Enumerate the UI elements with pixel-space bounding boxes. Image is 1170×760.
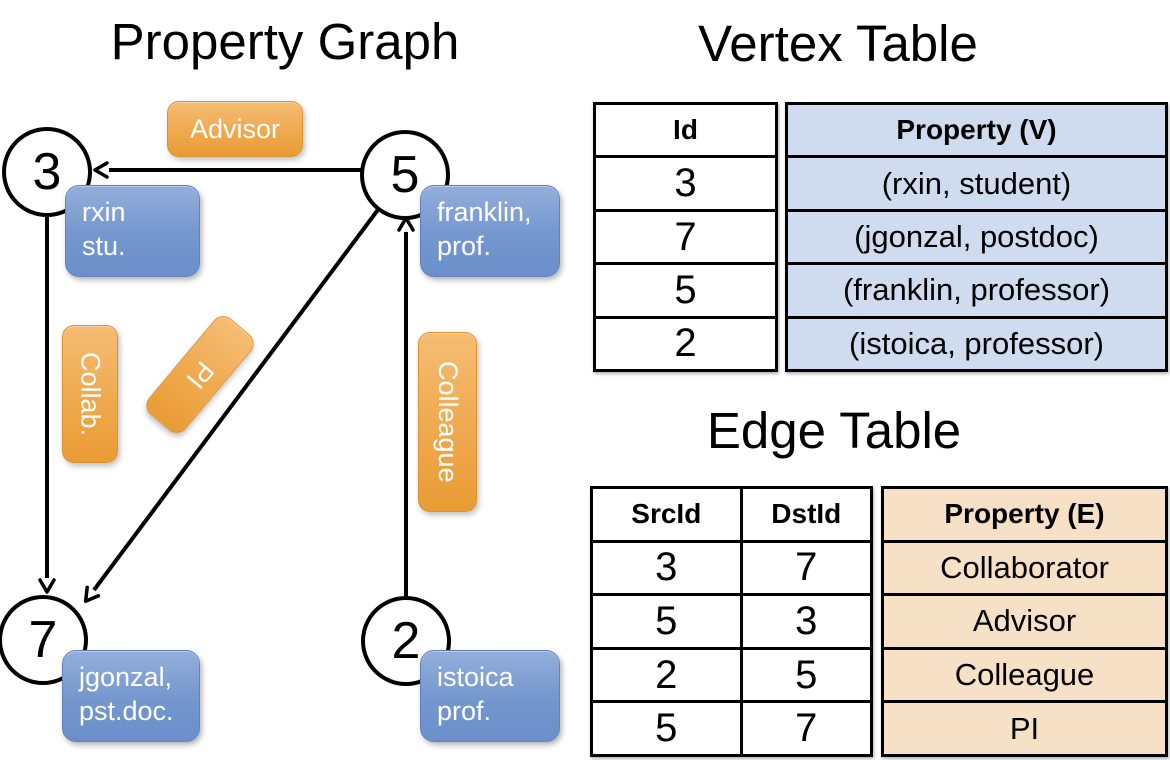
edge-table-srcid-cell: 2 — [593, 646, 740, 701]
vertex-id-label: 7 — [28, 611, 58, 669]
vertex-table-title: Vertex Table — [698, 15, 978, 72]
edge-table-dstid-cell: 3 — [742, 593, 870, 647]
vertex-table-property-cell: (franklin, professor) — [788, 262, 1165, 315]
edge-table-property-cell: Advisor — [884, 593, 1165, 647]
edge-table-srcid-column: SrcId 3 5 2 5 — [593, 489, 743, 754]
edge-table-title: Edge Table — [706, 402, 962, 459]
edge-table-property-cell: Collaborator — [884, 539, 1165, 594]
edge-label-text: Colleague — [433, 361, 463, 483]
edge-table-srcid-header: SrcId — [631, 498, 702, 530]
edge-pi-arrow — [83, 205, 382, 603]
vertex-id-label: 3 — [32, 143, 62, 201]
property-line: pst.doc. — [79, 696, 174, 726]
edge-table-srcid-cell: 3 — [593, 539, 740, 594]
property-line: franklin, — [437, 197, 532, 227]
property-line: istoica — [437, 662, 514, 692]
edge-label-text: Advisor — [189, 113, 281, 144]
property-line: jgonzal, — [79, 662, 173, 692]
vertex-id-label: 5 — [390, 146, 420, 204]
edge-table-property-cell: Colleague — [884, 646, 1165, 701]
vertex-table-property-header: Property (V) — [896, 114, 1057, 146]
vertex-table-id-header: Id — [673, 114, 698, 146]
edge-label-advisor: Advisor — [167, 101, 303, 157]
vertex-table-id-cell: 2 — [596, 315, 775, 369]
vertex-node-2: 2 — [361, 596, 451, 686]
graph-edges-layer — [38, 161, 415, 603]
edge-label-text: PI — [180, 355, 221, 395]
vertex-table-property-column: Property (V) (rxin, student) (jgonzal, p… — [785, 102, 1168, 372]
edge-label-collab: Collab. — [62, 325, 118, 463]
vertex-table-id-cell: 5 — [596, 262, 775, 315]
property-line: rxin — [82, 197, 126, 227]
property-line: prof. — [437, 231, 492, 261]
vertex-table-property-cell: (istoica, professor) — [788, 315, 1165, 369]
vertex-table-id-cell: 3 — [596, 155, 775, 208]
property-line: prof. — [437, 696, 492, 726]
vertex-table-property-cell: (jgonzal, postdoc) — [788, 208, 1165, 262]
edge-table-property-column: Property (E) Collaborator Advisor Collea… — [881, 486, 1168, 757]
edge-table-dstid-cell: 7 — [742, 700, 870, 754]
vertex-table-id-cell: 7 — [596, 208, 775, 262]
property-graph-title: Property Graph — [110, 13, 460, 70]
property-line: stu. — [82, 231, 126, 261]
vertex-table-id-column: Id 3 7 5 2 — [593, 102, 778, 372]
edge-table-dstid-cell: 7 — [742, 539, 870, 594]
vertex-property-box-jgonzal: jgonzal, pst.doc. — [62, 650, 200, 742]
edge-table-srcid-cell: 5 — [593, 593, 740, 647]
edge-label-colleague: Colleague — [418, 332, 477, 512]
edge-table-dstid-column: DstId 7 3 5 7 — [742, 489, 870, 754]
vertex-table-property-cell: (rxin, student) — [788, 155, 1165, 208]
edge-label-text: Collab. — [75, 351, 106, 437]
vertex-property-box-franklin: franklin, prof. — [420, 185, 560, 277]
vertex-property-box-istoica: istoica prof. — [420, 650, 560, 742]
vertex-property-box-rxin: rxin stu. — [65, 185, 200, 277]
edge-table-property-cell: PI — [884, 700, 1165, 754]
edge-table-srcid-cell: 5 — [593, 700, 740, 754]
edge-table-property-header: Property (E) — [944, 498, 1105, 530]
vertex-id-label: 2 — [391, 612, 421, 670]
edge-table-dstid-header: DstId — [771, 498, 842, 530]
edge-table-id-columns: SrcId 3 5 2 5 DstId 7 3 5 7 — [590, 486, 873, 757]
edge-table-dstid-cell: 5 — [742, 646, 870, 701]
